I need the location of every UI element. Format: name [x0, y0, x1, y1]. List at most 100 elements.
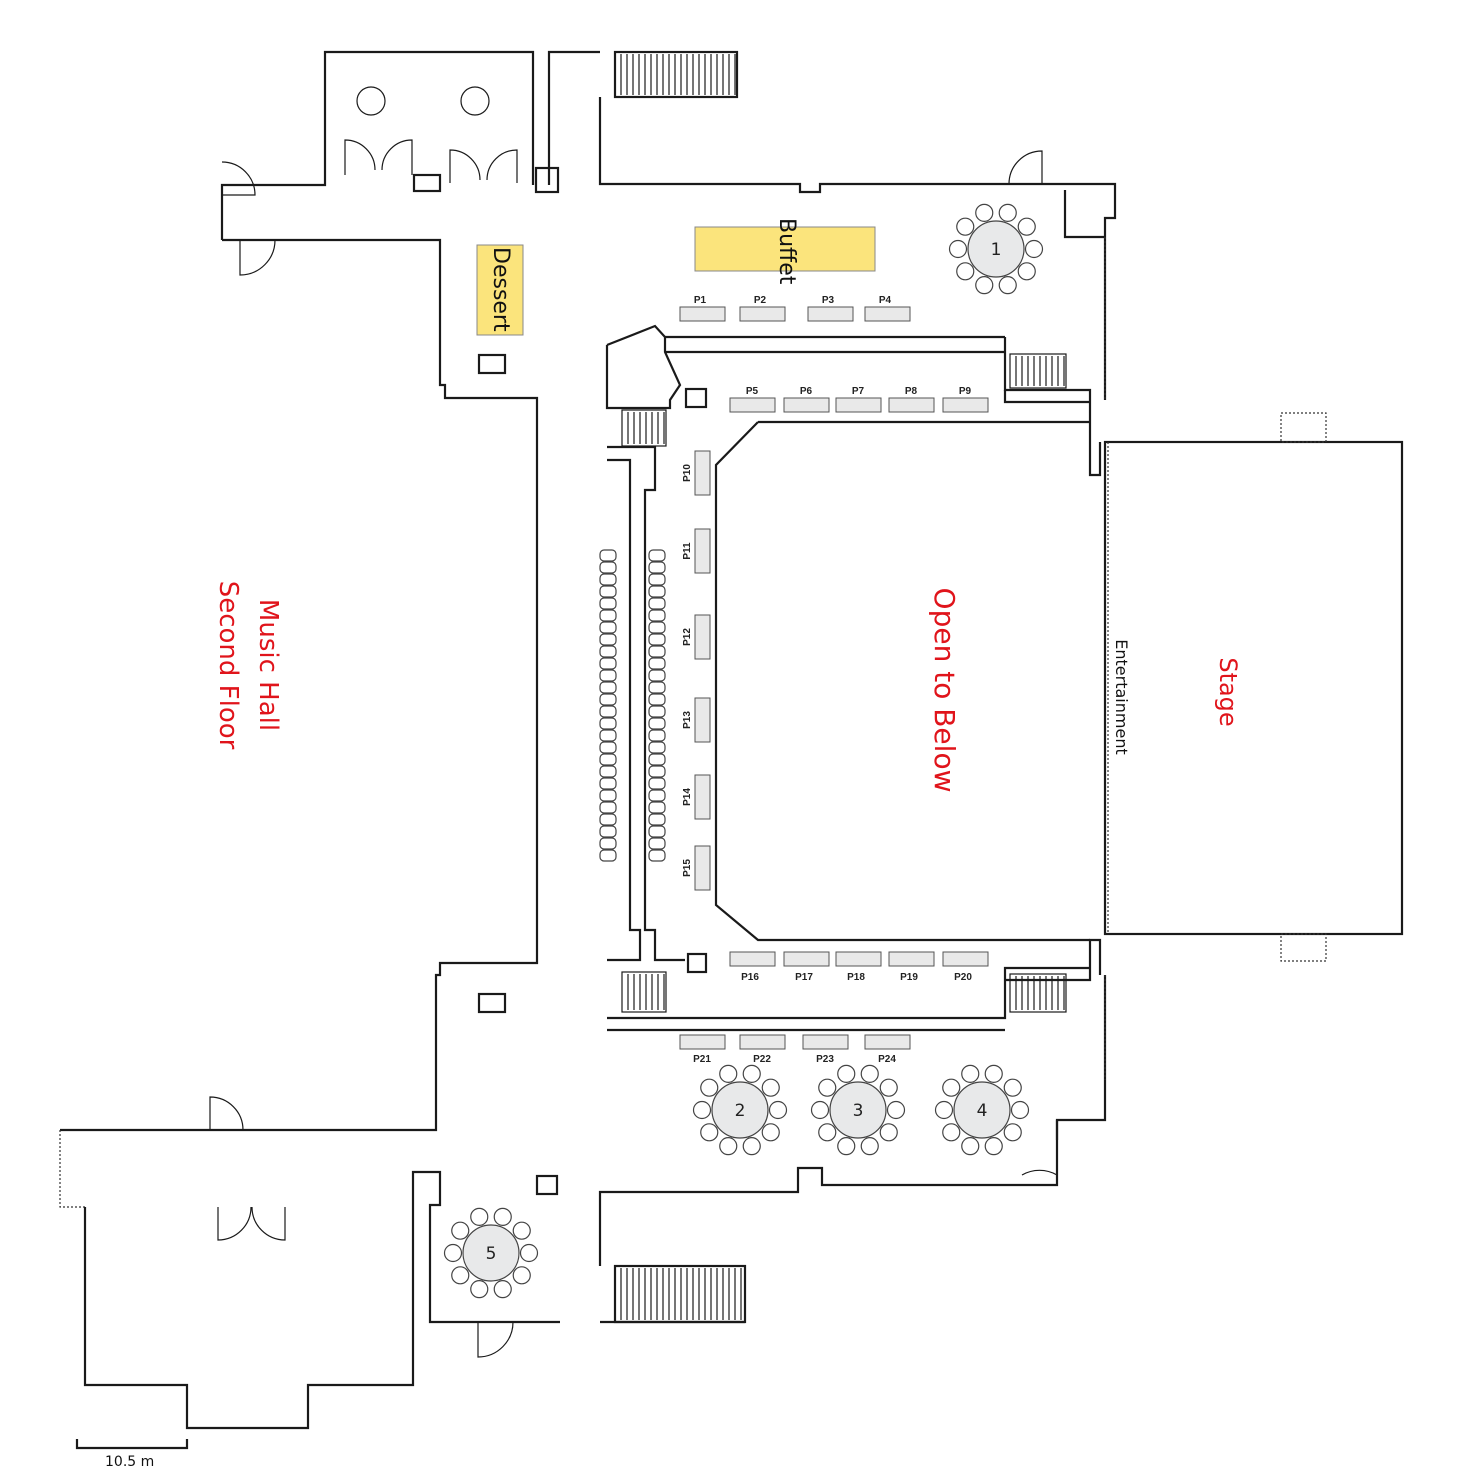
table-label: P1	[694, 295, 707, 306]
chair	[719, 1064, 738, 1083]
music-hall-label: Music Hall	[253, 599, 283, 731]
table-shape	[729, 397, 776, 413]
table-shape	[888, 951, 935, 967]
p-table-p11[interactable]: P11	[682, 528, 711, 574]
seat	[599, 645, 617, 658]
round-table-1[interactable]: 1	[948, 203, 1044, 295]
table-label: P23	[816, 1054, 834, 1065]
p-table-p7[interactable]: P7	[835, 386, 882, 413]
p-table-p2[interactable]: P2	[739, 295, 786, 322]
seat	[599, 837, 617, 850]
table-top	[711, 1081, 769, 1139]
seat	[599, 609, 617, 622]
p-table-p20[interactable]: P20	[942, 951, 989, 983]
seat	[648, 741, 666, 754]
p-table-p9[interactable]: P9	[942, 386, 989, 413]
p-table-p1[interactable]: P1	[679, 295, 726, 322]
table-label: P21	[693, 1054, 711, 1065]
chair	[818, 1123, 837, 1142]
seat	[648, 789, 666, 802]
table-shape	[694, 528, 711, 574]
p-table-p4[interactable]: P4	[864, 295, 911, 322]
seat	[648, 669, 666, 682]
table-shape	[694, 845, 711, 891]
stage-area[interactable]	[1103, 412, 1404, 962]
seat	[648, 813, 666, 826]
table-label: P17	[795, 972, 813, 983]
chair	[818, 1078, 837, 1097]
chair	[700, 1078, 719, 1097]
p-table-p8[interactable]: P8	[888, 386, 935, 413]
p-table-p18[interactable]: P18	[835, 951, 882, 983]
p-table-p14[interactable]: P14	[682, 774, 711, 820]
table-shape	[729, 951, 776, 967]
table-shape	[942, 397, 989, 413]
seat	[648, 549, 666, 562]
p-table-p5[interactable]: P5	[729, 386, 776, 413]
seat	[599, 657, 617, 670]
seat	[599, 681, 617, 694]
chair	[512, 1266, 531, 1285]
table-label: P24	[878, 1054, 896, 1065]
dessert-label: Dessert	[488, 247, 513, 332]
seat	[648, 657, 666, 670]
table-label: P14	[682, 788, 693, 806]
second-floor-label: Second Floor	[213, 581, 243, 750]
table-label: P19	[900, 972, 918, 983]
table-label: P8	[905, 386, 918, 397]
p-table-p17[interactable]: P17	[783, 951, 830, 983]
round-table-2[interactable]: 2	[692, 1064, 788, 1156]
table-shape	[783, 397, 830, 413]
seat	[648, 729, 666, 742]
round-table-4[interactable]: 4	[934, 1064, 1030, 1156]
p-table-p24[interactable]: P24	[864, 1034, 911, 1065]
seat	[648, 765, 666, 778]
chair	[470, 1280, 489, 1299]
p-table-p21[interactable]: P21	[679, 1034, 726, 1065]
seat	[599, 717, 617, 730]
seat	[599, 801, 617, 814]
p-table-p23[interactable]: P23	[802, 1034, 849, 1065]
p-table-p15[interactable]: P15	[682, 845, 711, 891]
seat	[648, 837, 666, 850]
table-shape	[888, 397, 935, 413]
chair	[761, 1123, 780, 1142]
p-table-p3[interactable]: P3	[807, 295, 854, 322]
table-top	[462, 1224, 520, 1282]
table-label: P12	[682, 628, 693, 646]
walls	[59, 50, 1117, 1430]
table-number: 3	[853, 1101, 864, 1121]
buffet-station[interactable]	[694, 226, 876, 272]
seat	[599, 585, 617, 598]
seat	[648, 597, 666, 610]
p-table-p16[interactable]: P16	[729, 951, 776, 983]
chair	[860, 1137, 879, 1156]
scale-label: 10.5 m	[105, 1454, 154, 1470]
dessert-station[interactable]	[476, 244, 524, 336]
p-table-p13[interactable]: P13	[682, 697, 711, 743]
buffet-label: Buffet	[774, 218, 799, 285]
chair	[961, 1137, 980, 1156]
theater-seating	[599, 549, 666, 862]
seat	[599, 669, 617, 682]
p-table-p22[interactable]: P22	[739, 1034, 786, 1065]
chair	[519, 1243, 539, 1263]
seat	[599, 729, 617, 742]
round-table-3[interactable]: 3	[810, 1064, 906, 1156]
chair	[879, 1123, 898, 1142]
seat	[648, 777, 666, 790]
table-label: P10	[682, 464, 693, 482]
p-table-p19[interactable]: P19	[888, 951, 935, 983]
p-table-p6[interactable]: P6	[783, 386, 830, 413]
scale-bar: 10.5 m	[75, 1439, 189, 1470]
table-number: 2	[735, 1101, 746, 1121]
p-table-p12[interactable]: P12	[682, 614, 711, 660]
p-table-p10[interactable]: P10	[682, 450, 711, 496]
chair	[493, 1207, 512, 1226]
table-shape	[864, 1034, 911, 1050]
chair	[948, 239, 968, 259]
round-table-5[interactable]: 5	[443, 1207, 539, 1299]
chair	[470, 1207, 489, 1226]
